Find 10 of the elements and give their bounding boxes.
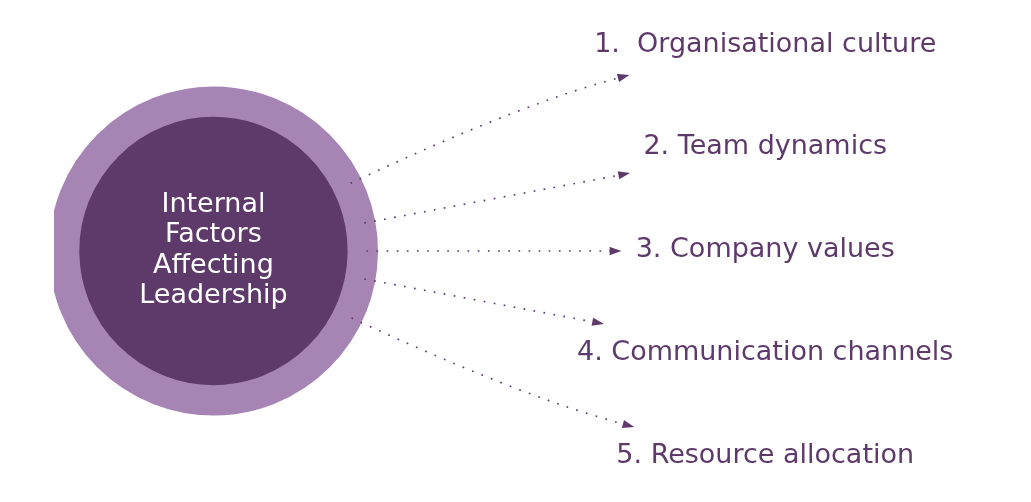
node-text: 1. Organisational culture [594, 26, 937, 58]
node-text: 3. Company values [635, 232, 895, 264]
arrow [349, 74, 630, 185]
arrow [363, 278, 604, 326]
arrow [363, 171, 631, 224]
node-text: 2. Team dynamics [643, 129, 888, 161]
arrow [365, 246, 622, 256]
node-text: 4. Communication channels [577, 335, 954, 367]
node-text: 5. Resource allocation [616, 438, 915, 470]
arrow [350, 317, 635, 428]
